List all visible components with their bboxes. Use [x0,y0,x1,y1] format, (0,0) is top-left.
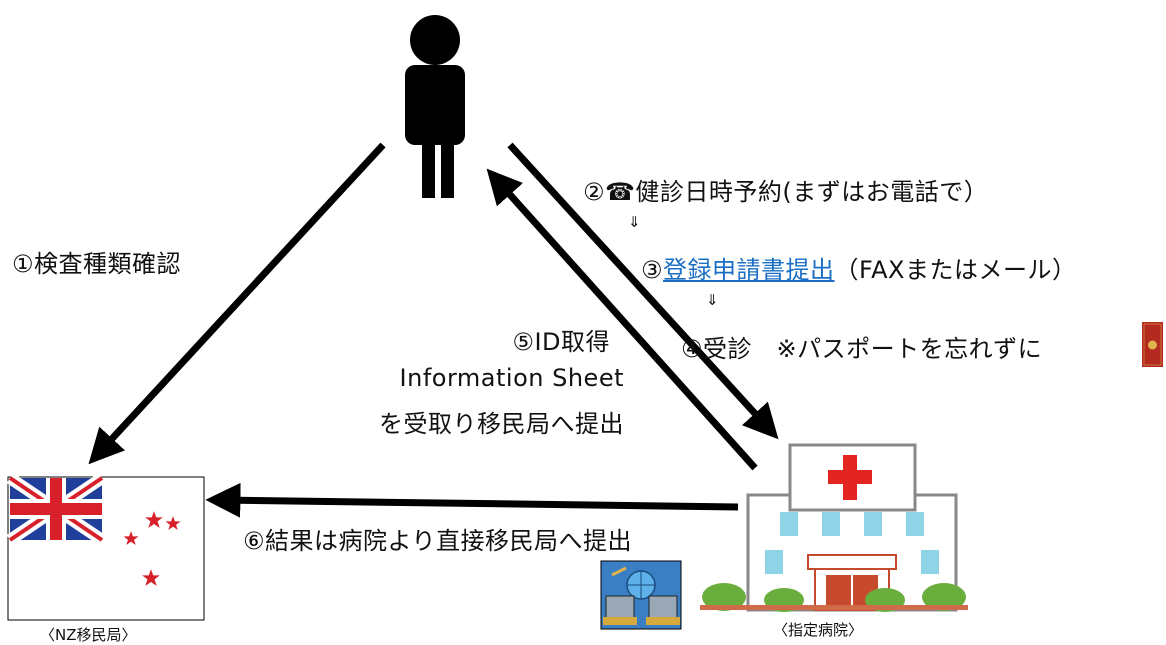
step-3-label: ③登録申請書提出（FAXまたはメール） [641,250,1076,285]
step-2-label: ②☎健診日時予約(まずはお電話で） [583,178,989,206]
down-arrow-1: ⇓ [628,213,641,231]
registration-form-link[interactable]: 登録申請書提出 [663,256,835,284]
step-1-label: ①検査種類確認 [12,250,182,278]
step-3-suffix: （FAXまたはメール） [834,256,1077,284]
step-5-label-line2: Information Sheet [399,364,624,392]
arrow-person-to-immigration [88,142,386,465]
step-4-label: ④受診 ※パスポートを忘れずに [681,335,1043,363]
step-5-label-line1: ⑤ID取得 [512,328,610,356]
passport-icon [1142,322,1163,367]
immigration-caption: 〈NZ移民局〉 [40,626,137,644]
computer-network-icon [600,560,682,630]
down-arrow-2: ⇓ [706,291,719,309]
hospital-building-icon [700,443,968,612]
step-5-label-line3: を受取り移民局へ提出 [379,410,624,438]
hospital-caption: 〈指定病院〉 [773,621,864,639]
new-zealand-flag-icon [6,473,205,621]
step-3-number: ③ [641,256,664,284]
person-silhouette-icon [405,15,465,198]
step-6-label: ⑥結果は病院より直接移民局へ提出 [243,527,633,555]
arrow-hospital-to-immigration [205,482,739,518]
arrow-person-to-hospital [507,142,779,440]
arrow-hospital-to-person [486,168,758,471]
